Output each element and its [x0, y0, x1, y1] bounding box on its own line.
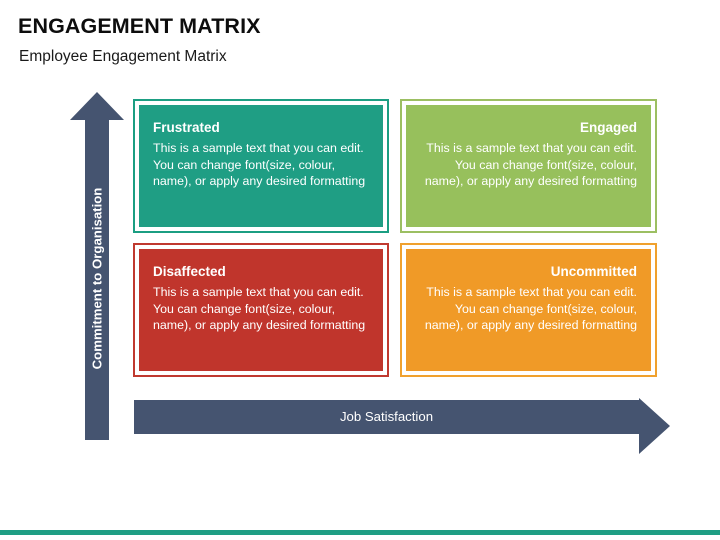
page-title: ENGAGEMENT MATRIX — [18, 14, 261, 38]
quadrant-disaffected[interactable]: Disaffected This is a sample text that y… — [133, 243, 389, 377]
quadrant-disaffected-inner: Disaffected This is a sample text that y… — [139, 249, 383, 371]
quadrant-engaged-body: This is a sample text that you can edit.… — [424, 141, 637, 188]
quadrant-engaged-title: Engaged — [579, 120, 637, 135]
quadrant-engaged[interactable]: Engaged This is a sample text that you c… — [400, 99, 657, 233]
quadrant-disaffected-title: Disaffected — [153, 264, 226, 279]
quadrant-uncommitted-inner: Uncommitted This is a sample text that y… — [406, 249, 651, 371]
quadrant-frustrated[interactable]: Frustrated This is a sample text that yo… — [133, 99, 389, 233]
arrow-right-icon — [134, 398, 670, 454]
quadrant-frustrated-body: This is a sample text that you can edit.… — [153, 141, 366, 188]
page-subtitle: Employee Engagement Matrix — [19, 48, 227, 65]
quadrant-uncommitted[interactable]: Uncommitted This is a sample text that y… — [400, 243, 657, 377]
quadrant-frustrated-inner: Frustrated This is a sample text that yo… — [139, 105, 383, 227]
quadrant-uncommitted-title: Uncommitted — [550, 264, 637, 279]
y-axis-arrow: Commitment to Organisation — [70, 92, 124, 440]
x-axis-arrow: Job Satisfaction — [134, 398, 670, 454]
quadrant-engaged-inner: Engaged This is a sample text that you c… — [406, 105, 651, 227]
arrow-up-icon — [70, 92, 124, 440]
quadrant-frustrated-title: Frustrated — [153, 120, 220, 135]
quadrant-disaffected-body: This is a sample text that you can edit.… — [153, 285, 366, 332]
quadrant-uncommitted-body: This is a sample text that you can edit.… — [424, 285, 637, 332]
footer-accent-bar — [0, 530, 720, 535]
